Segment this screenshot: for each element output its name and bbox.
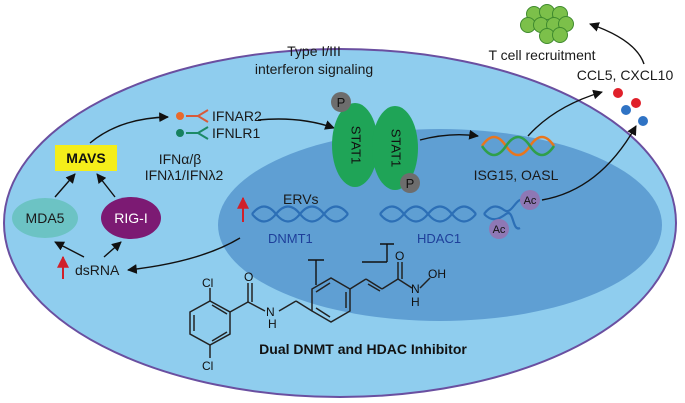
stat1-label-a: STAT1: [349, 126, 364, 165]
atom-h-amide: H: [268, 317, 277, 331]
ifnar2-label: IFNAR2: [212, 108, 262, 124]
receptor-ifnlr1-icon: [176, 126, 209, 140]
ccl5-label: CCL5, CXCL10: [577, 67, 674, 83]
ifnlr1-label: IFNLR1: [212, 125, 260, 141]
isg-label: ISG15, OASL: [474, 167, 559, 183]
inhibitor-title: Dual DNMT and HDAC Inhibitor: [259, 341, 467, 357]
stat1-protein-b: [372, 106, 418, 190]
stat1-label-b: STAT1: [389, 129, 404, 168]
signaling-title-line2: interferon signaling: [255, 61, 373, 77]
ervs-label: ERVs: [283, 191, 319, 207]
isg-dna-helix-icon: [480, 135, 556, 157]
hdac-dna-helix-icon: [379, 205, 477, 223]
phospho-top: [331, 92, 351, 112]
atom-cl-bottom: Cl: [202, 359, 213, 373]
atom-oh: OH: [428, 267, 446, 281]
hdac1-label: HDAC1: [417, 231, 461, 246]
nucleus: [218, 129, 662, 321]
atom-n-hydroxamate: N: [411, 282, 420, 296]
inhibitor-structure: [189, 262, 431, 358]
erv-dna-helix-icon: [251, 205, 349, 223]
signaling-title-line1: Type I/III: [287, 43, 341, 59]
acetyl-group-1: [520, 190, 540, 210]
receptor-ifnar2-icon: [176, 109, 209, 123]
ifn-ligand-line1: IFNα/β: [159, 151, 202, 167]
atom-o-hydroxamate: O: [395, 249, 404, 263]
atom-n-amide: N: [266, 305, 275, 319]
dnmt1-label: DNMT1: [268, 231, 313, 246]
acetyl-group-2: [489, 219, 509, 239]
phospho-bottom: [400, 173, 420, 193]
t-cell-cluster-icon: [520, 4, 574, 44]
atom-o-amide: O: [244, 270, 253, 284]
phospho-bottom-label: P: [406, 176, 415, 191]
rigi-label: RIG-I: [114, 210, 147, 226]
ifn-ligand-line2: IFNλ1/IFNλ2: [145, 167, 224, 183]
acetyl-label-2: Ac: [493, 224, 506, 236]
atom-cl-top: Cl: [202, 276, 213, 290]
stat1-protein-a: [332, 103, 378, 187]
mda5-label: MDA5: [26, 210, 65, 226]
mda5-node: [12, 198, 78, 238]
open-chromatin-dna-icon: [483, 198, 525, 230]
dsrna-label: dsRNA: [75, 262, 120, 278]
mavs-label: MAVS: [66, 150, 105, 166]
atom-h-hydroxamate: H: [411, 295, 420, 309]
phospho-top-label: P: [337, 95, 346, 110]
chemokine-dots-icon: [613, 88, 648, 126]
mavs-box: [55, 145, 117, 171]
acetyl-label-1: Ac: [524, 195, 537, 207]
tcell-label: T cell recruitment: [488, 47, 595, 63]
rigi-node: [101, 197, 161, 239]
